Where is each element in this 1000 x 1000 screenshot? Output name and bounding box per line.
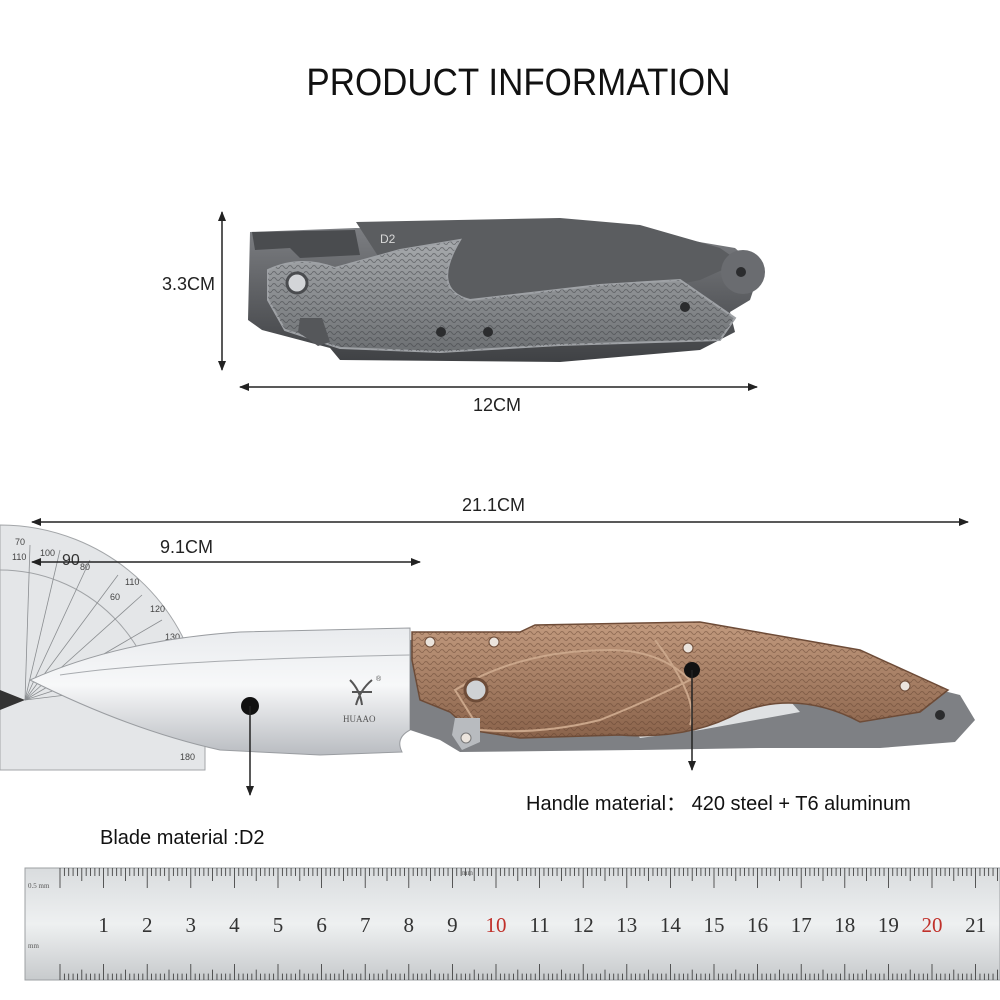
protractor-tick-label: 80 — [80, 562, 90, 572]
protractor-tick-label: 110 — [125, 577, 139, 587]
ruler-number: 14 — [660, 913, 682, 937]
ruler-number: 3 — [186, 913, 197, 937]
brand-logo-text: HUAAO — [343, 714, 376, 724]
brand-registered-mark: ® — [376, 675, 382, 683]
ruler-number: 11 — [529, 913, 549, 937]
huaao-logo-icon — [349, 679, 373, 706]
length-label: 12CM — [473, 395, 522, 415]
ruler-number: 16 — [747, 913, 768, 937]
ruler-number: 7 — [360, 913, 371, 937]
height-label: 3.3CM — [162, 274, 216, 294]
ruler-number: 5 — [273, 913, 284, 937]
steel-ruler — [24, 867, 1000, 981]
protractor-tick-label: 100 — [40, 548, 55, 558]
ruler-number: 19 — [878, 913, 899, 937]
ruler-unit-top: 0.5 mm — [28, 882, 50, 890]
ruler-number: 12 — [573, 913, 594, 937]
ruler-number: 2 — [142, 913, 153, 937]
ruler-number: 6 — [316, 913, 327, 937]
protractor-tick-label: 110 — [12, 552, 26, 562]
overall-length-label: 21.1CM — [462, 495, 526, 515]
ruler-unit-bottom: mm — [28, 942, 39, 950]
ruler-number: 13 — [616, 913, 637, 937]
open-knife-image — [28, 621, 975, 756]
protractor-tick-label: 60 — [110, 592, 120, 602]
closed-knife-image — [248, 218, 765, 362]
ruler-number: 8 — [404, 913, 415, 937]
protractor-tick-label: 120 — [150, 604, 165, 614]
ruler-number: 1 — [98, 913, 109, 937]
protractor-tick-label: 130 — [165, 632, 180, 642]
protractor-tick-label: 180 — [180, 752, 195, 762]
blade-material-label: Blade material :D2 — [100, 827, 265, 849]
ruler-number: 10 — [486, 913, 507, 937]
blade-length-label: 9.1CM — [160, 537, 214, 557]
ruler-number: 9 — [447, 913, 458, 937]
protractor-big-label: 90 — [62, 552, 80, 569]
ruler-number: 4 — [229, 913, 240, 937]
ruler-number: 21 — [965, 913, 986, 937]
ruler-number: 18 — [834, 913, 855, 937]
ruler-number: 17 — [791, 913, 812, 937]
handle-material-label: Handle material： 420 steel + T6 aluminum — [526, 793, 911, 815]
ruler-unit-mm-top: mm — [462, 869, 473, 877]
ruler-number: 15 — [704, 913, 725, 937]
protractor-tick-label: 70 — [15, 537, 25, 547]
ruler-number: 20 — [922, 913, 943, 937]
blade-mark-text: D2 — [380, 232, 396, 246]
page-title: PRODUCT INFORMATION — [306, 62, 731, 104]
